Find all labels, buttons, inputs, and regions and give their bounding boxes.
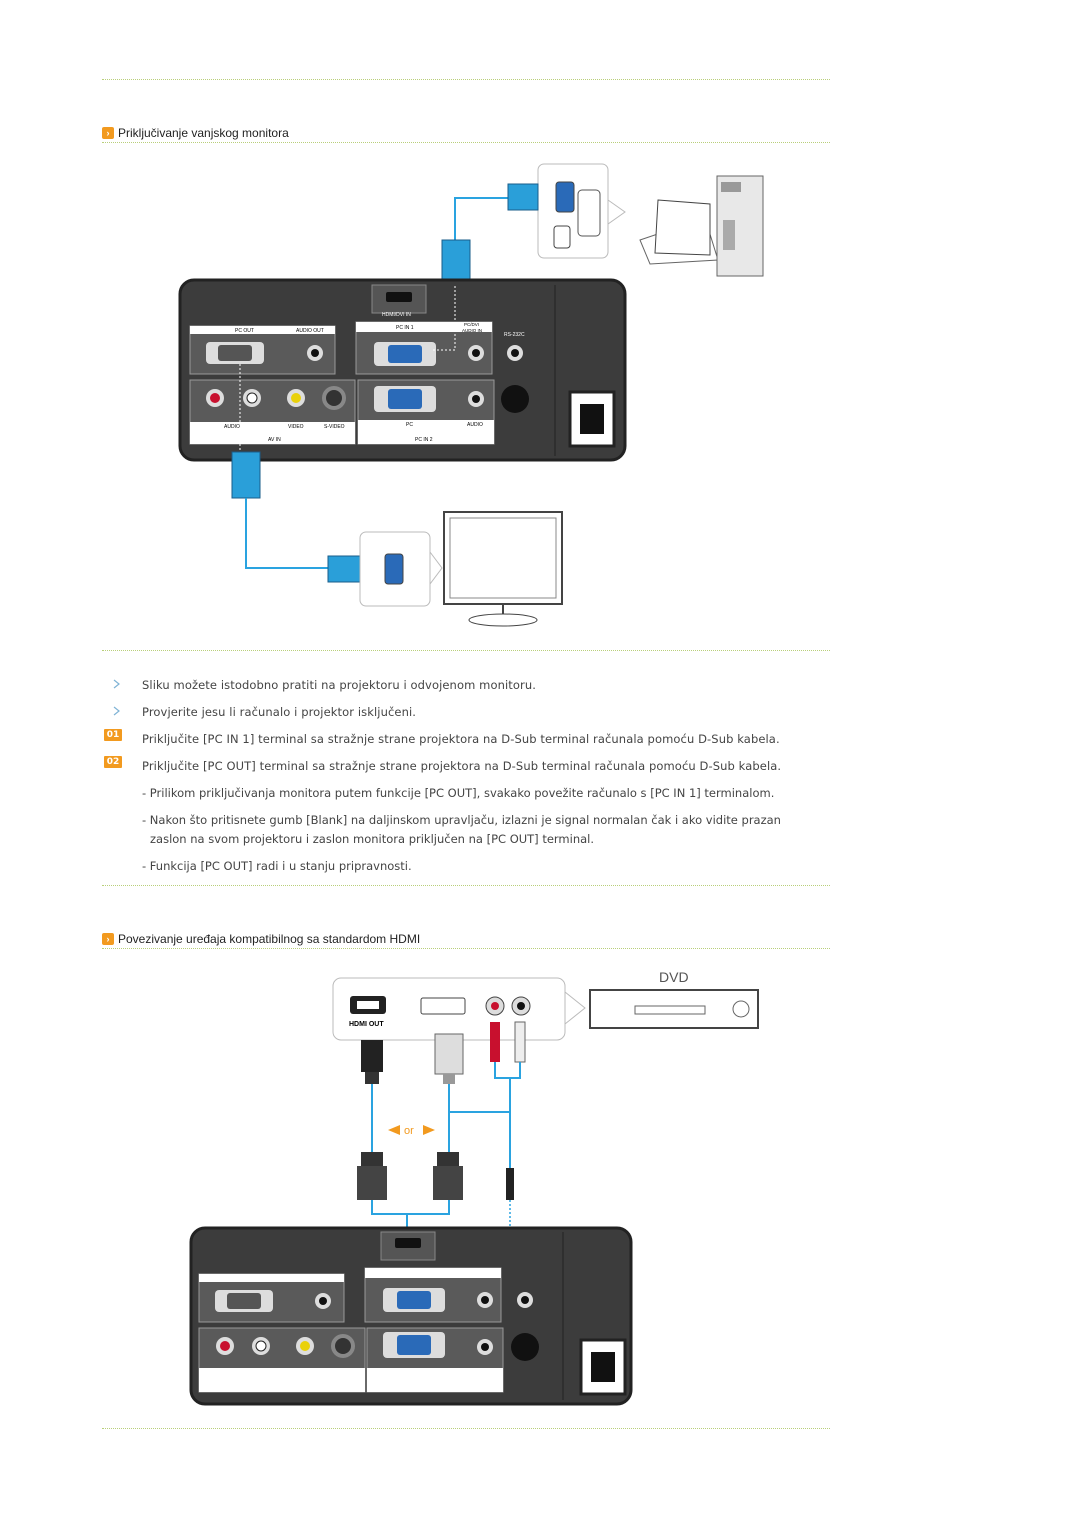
divider <box>102 948 830 949</box>
note-text: Priključite [PC OUT] terminal sa stražnj… <box>142 759 782 773</box>
divider <box>102 79 830 80</box>
chevron-right-icon: › <box>102 127 114 139</box>
section-title: Priključivanje vanjskog monitora <box>118 126 289 140</box>
divider <box>102 1428 830 1429</box>
divider <box>102 142 830 143</box>
step-badge: 01 <box>104 729 122 741</box>
label-svideo: S-VIDEO <box>324 424 345 430</box>
subnote-text: - Prilikom priključivanja monitora putem… <box>142 786 775 800</box>
chevron-right-icon <box>113 679 120 689</box>
divider <box>102 650 830 651</box>
label-hdmi-dvi-in: HDMI/DVI IN <box>382 312 411 318</box>
label-pc: PC <box>406 422 413 428</box>
label-video: VIDEO <box>288 424 304 430</box>
chevron-right-icon <box>113 706 120 716</box>
subnote-text: - Nakon što pritisnete gumb [Blank] na d… <box>142 813 781 827</box>
label-pc-in-1: PC IN 1 <box>396 325 414 331</box>
section-heading-hdmi: › Povezivanje uređaja kompatibilnog sa s… <box>102 932 420 946</box>
label-dvd: DVD <box>659 969 689 985</box>
external-monitor-connection-diagram: HDMI/DVI IN PC OUT AUDIO OUT PC IN 1 PC/… <box>178 163 764 627</box>
section-title: Povezivanje uređaja kompatibilnog sa sta… <box>118 932 421 946</box>
label-audio-2: AUDIO <box>467 422 483 428</box>
note-text: Priključite [PC IN 1] terminal sa stražn… <box>142 732 780 746</box>
label-av-in: AV IN <box>268 437 281 443</box>
label-or: or <box>404 1125 414 1137</box>
subnote-text: zaslon na svom projektoru i zaslon monit… <box>150 832 595 846</box>
label-hdmi-out: HDMI OUT <box>349 1021 384 1028</box>
label-audio: AUDIO <box>224 424 240 430</box>
label-pc-out: PC OUT <box>235 328 254 334</box>
section-heading-external-monitor: › Priključivanje vanjskog monitora <box>102 126 289 140</box>
note-text: Provjerite jesu li računalo i projektor … <box>142 705 417 719</box>
label-pc-dvi: PC/DVI <box>464 322 479 327</box>
chevron-right-icon: › <box>102 933 114 945</box>
subnote-text: - Funkcija [PC OUT] radi i u stanju prip… <box>142 859 412 873</box>
step-badge: 02 <box>104 756 122 768</box>
label-audio-in: AUDIO IN <box>462 328 482 333</box>
label-pc-in-2: PC IN 2 <box>415 437 433 443</box>
label-rs232c: RS-232C <box>504 332 525 338</box>
note-text: Sliku možete istodobno pratiti na projek… <box>142 678 536 692</box>
label-audio-out: AUDIO OUT <box>296 328 324 334</box>
hdmi-connection-diagram: HDMI OUT DVD or <box>189 969 759 1406</box>
divider <box>102 885 830 886</box>
